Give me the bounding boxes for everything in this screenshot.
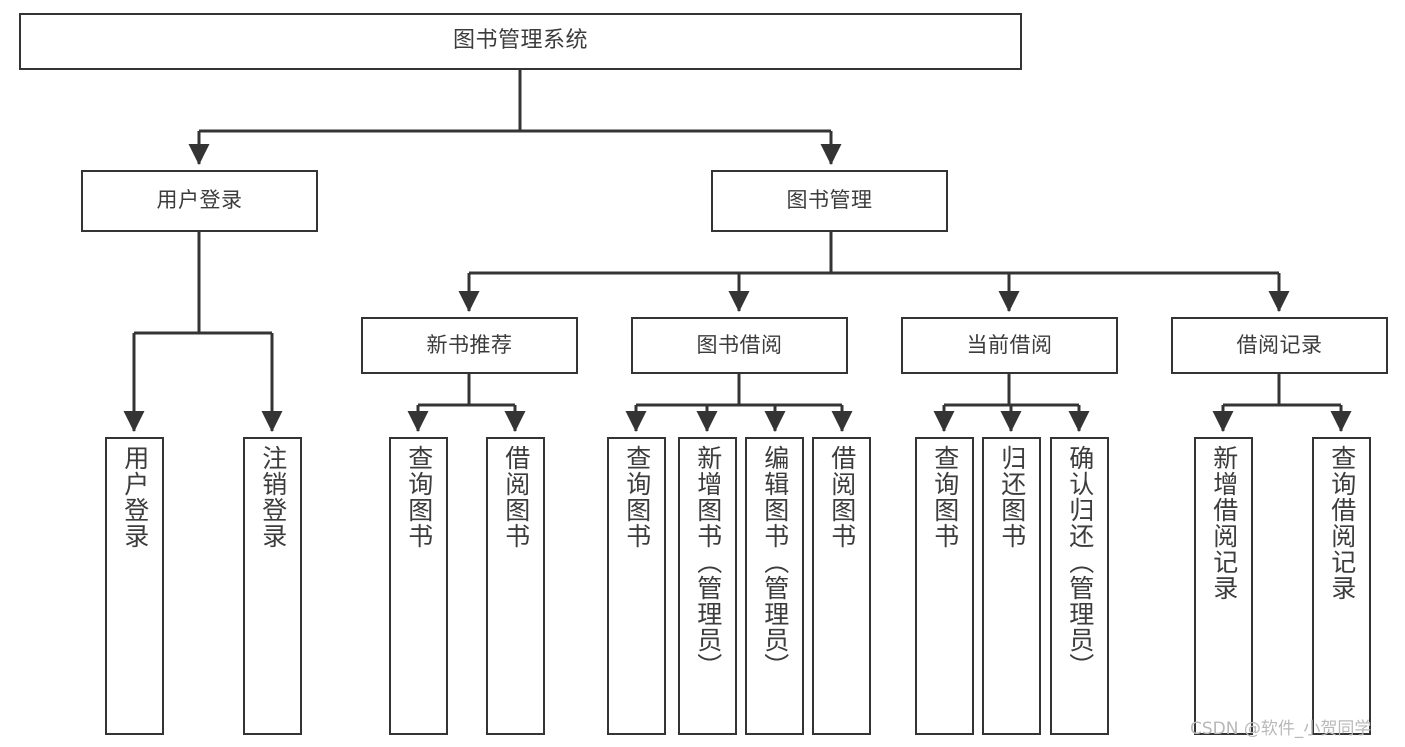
leaf-edit-book-admin-label: 编辑图书（管理员） [760,445,790,679]
leaf-add-book-admin[interactable]: 新增图书（管理员） [678,437,737,735]
node-new-book-recommend-label: 新书推荐 [426,332,513,357]
leaf-query-books-current-label: 查询图书 [930,445,960,549]
node-root[interactable]: 图书管理系统 [19,13,1022,70]
leaf-query-books-new[interactable]: 查询图书 [389,437,448,735]
leaf-logout[interactable]: 注销登录 [243,437,302,735]
node-root-label: 图书管理系统 [452,28,588,54]
leaf-confirm-return-admin-label: 确认归还（管理员） [1065,445,1095,679]
leaf-add-book-admin-label: 新增图书（管理员） [693,445,723,679]
node-user-login-label: 用户登录 [156,188,243,213]
leaf-borrow-books-new-label: 借阅图书 [501,445,531,549]
leaf-query-books-borrow-label: 查询图书 [622,445,652,549]
leaf-return-books[interactable]: 归还图书 [982,437,1041,735]
leaf-query-borrow-record[interactable]: 查询借阅记录 [1312,437,1371,735]
leaf-borrow-books-label: 借阅图书 [827,445,857,549]
node-new-book-recommend[interactable]: 新书推荐 [361,317,578,374]
node-book-management-label: 图书管理 [786,188,873,213]
leaf-user-login[interactable]: 用户登录 [105,437,164,735]
node-user-login[interactable]: 用户登录 [81,170,318,232]
leaf-query-borrow-record-label: 查询借阅记录 [1327,445,1357,601]
leaf-edit-book-admin[interactable]: 编辑图书（管理员） [745,437,804,735]
node-book-borrow-label: 图书借阅 [696,332,783,357]
leaf-query-books-new-label: 查询图书 [404,445,434,549]
leaf-query-books-borrow[interactable]: 查询图书 [607,437,666,735]
leaf-add-borrow-record-label: 新增借阅记录 [1209,445,1239,601]
node-current-borrow[interactable]: 当前借阅 [901,317,1118,374]
node-borrow-records[interactable]: 借阅记录 [1171,317,1388,374]
node-book-management[interactable]: 图书管理 [711,170,948,232]
leaf-confirm-return-admin[interactable]: 确认归还（管理员） [1050,437,1109,735]
leaf-user-login-label: 用户登录 [120,445,150,549]
leaf-borrow-books-new[interactable]: 借阅图书 [486,437,545,735]
csdn-watermark: CSDN @软件_小贺同学 [1190,719,1372,739]
node-borrow-records-label: 借阅记录 [1236,332,1323,357]
leaf-return-books-label: 归还图书 [997,445,1027,549]
leaf-borrow-books[interactable]: 借阅图书 [812,437,871,735]
leaf-logout-label: 注销登录 [258,445,288,549]
node-book-borrow[interactable]: 图书借阅 [631,317,848,374]
leaf-add-borrow-record[interactable]: 新增借阅记录 [1194,437,1253,735]
node-current-borrow-label: 当前借阅 [966,332,1053,357]
leaf-query-books-current[interactable]: 查询图书 [915,437,974,735]
